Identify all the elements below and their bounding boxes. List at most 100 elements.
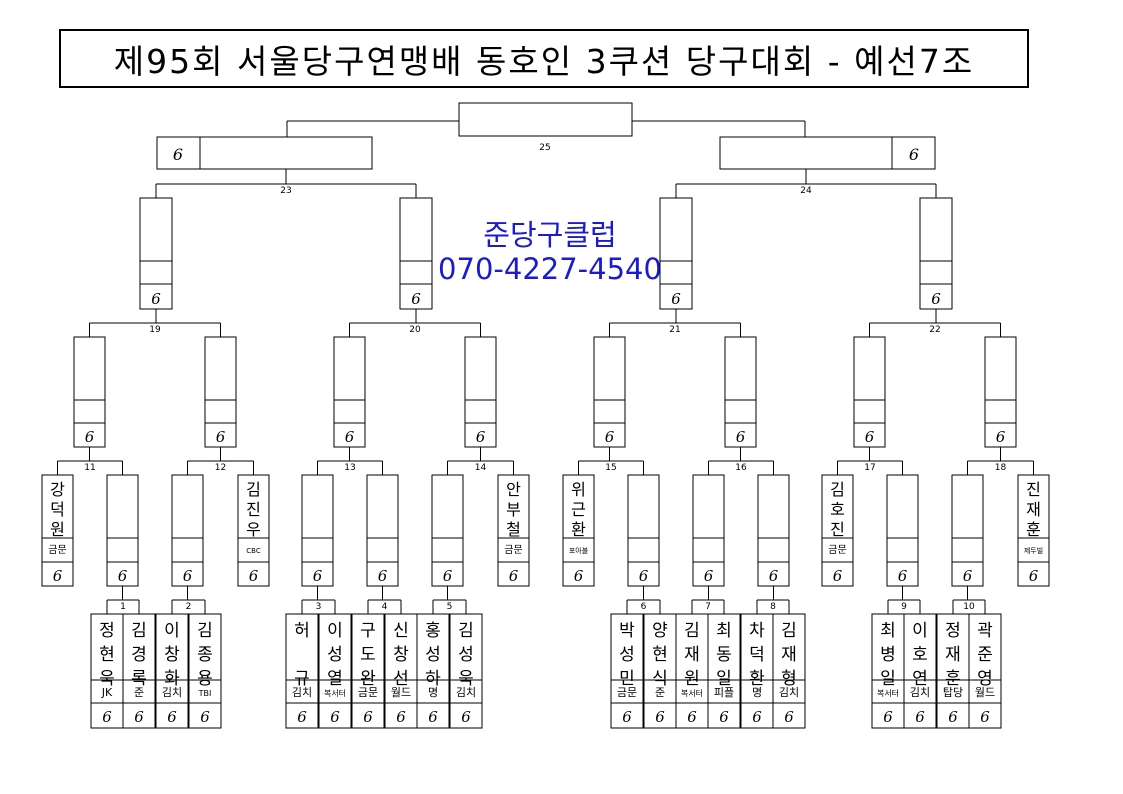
player-name-char: 재 <box>1026 500 1041 519</box>
score-mark: 6 <box>574 567 584 585</box>
score-mark: 6 <box>216 428 226 446</box>
r4-name-cell <box>919 197 953 262</box>
player-name-char: 하 <box>425 669 441 689</box>
score-mark: 6 <box>330 708 340 726</box>
player-score-cell <box>155 702 189 729</box>
player-name-char: 정 <box>99 621 115 641</box>
player-score-cell <box>351 702 385 729</box>
match-number: 6 <box>641 602 647 612</box>
r3-club-cell <box>464 399 497 424</box>
player-name-char: 재 <box>945 645 961 665</box>
player-club: 준 <box>134 686 144 699</box>
player-name-char: 부 <box>506 500 521 519</box>
player-name-char: 원 <box>684 669 700 689</box>
player-name-char: 종 <box>197 645 213 665</box>
player-score-cell <box>610 702 644 729</box>
winner-name-cell <box>951 474 984 539</box>
player-club: 김치 <box>910 686 930 699</box>
player-name-char: 규 <box>294 669 310 689</box>
r3-name-cell <box>593 336 626 401</box>
score-mark: 6 <box>865 428 875 446</box>
score-mark: 6 <box>183 567 193 585</box>
player-score-cell <box>285 702 319 729</box>
score-mark: 6 <box>53 567 63 585</box>
match-number: 25 <box>539 143 550 153</box>
player-name-char: 곽 <box>977 621 993 641</box>
player-club: 명 <box>752 686 762 699</box>
player-score-cell <box>772 702 806 729</box>
player-name-char: 이 <box>164 621 180 641</box>
winner-club-cell <box>692 537 725 563</box>
player-name-char: 근 <box>571 500 586 519</box>
score-mark: 6 <box>605 428 615 446</box>
player-name-char: 구 <box>360 621 376 641</box>
score-mark: 6 <box>931 290 941 308</box>
player-name-char: 영 <box>977 669 993 689</box>
player-score-cell <box>903 702 937 729</box>
score-mark: 6 <box>980 708 990 726</box>
score-mark: 6 <box>948 708 958 726</box>
player-name-char: 김 <box>246 480 261 499</box>
player-name-char: 연 <box>912 669 928 689</box>
winner-club-cell <box>171 537 204 563</box>
player-name-char: 박 <box>619 621 635 641</box>
match-number: 21 <box>669 325 680 335</box>
seed-score-cell <box>562 561 595 587</box>
r3-name-cell <box>204 336 237 401</box>
score-mark: 6 <box>134 708 144 726</box>
score-mark: 6 <box>898 567 908 585</box>
player-name-char: 선 <box>393 669 409 689</box>
player-name-char: 최 <box>716 621 732 641</box>
match-number: 7 <box>705 602 711 612</box>
score-mark: 6 <box>297 708 307 726</box>
player-club: 월드 <box>975 686 995 699</box>
player-name-char: 욱 <box>99 669 115 689</box>
player-name-char: 환 <box>571 520 586 539</box>
score-mark: 6 <box>909 145 919 164</box>
winner-name-cell <box>886 474 919 539</box>
match-number: 12 <box>215 463 226 473</box>
player-name-char: 홍 <box>425 621 441 641</box>
semi-left-box <box>156 136 373 170</box>
player-name-char: 록 <box>131 669 147 689</box>
player-club: 복서터 <box>324 689 346 698</box>
score-mark: 6 <box>639 567 649 585</box>
match-number: 17 <box>864 463 875 473</box>
player-club: 금문 <box>617 686 637 699</box>
score-mark: 6 <box>704 567 714 585</box>
r3-club-cell <box>593 399 626 424</box>
score-mark: 6 <box>1029 567 1039 585</box>
player-name-char: 현 <box>99 645 115 665</box>
player-name-char: 이 <box>327 621 343 641</box>
score-mark: 6 <box>378 567 388 585</box>
seed-club: 포아블 <box>569 546 589 555</box>
player-name-char: 성 <box>458 645 474 665</box>
player-club: 김치 <box>162 686 182 699</box>
player-name-char: 원 <box>50 520 65 539</box>
player-name-char: 김 <box>458 621 474 641</box>
player-name-char: 덕 <box>50 500 65 519</box>
r3-name-cell <box>464 336 497 401</box>
player-name-char: 도 <box>360 645 376 665</box>
score-mark: 6 <box>200 708 210 726</box>
player-name-char: 허 <box>294 621 310 641</box>
player-club: 명 <box>428 686 438 699</box>
score-mark: 6 <box>752 708 762 726</box>
r4-name-cell <box>399 197 433 262</box>
player-club: 김치 <box>292 686 312 699</box>
player-name-char: 용 <box>197 669 213 689</box>
player-club: 준 <box>655 686 665 699</box>
r3-club-cell <box>73 399 106 424</box>
player-score-cell <box>968 702 1002 729</box>
winner-club-cell <box>951 537 984 563</box>
winner-name-cell <box>366 474 399 539</box>
seed-score-cell <box>41 561 74 587</box>
score-mark: 6 <box>461 708 471 726</box>
r3-name-cell <box>73 336 106 401</box>
player-name-char: 동 <box>716 645 732 665</box>
winner-name-cell <box>431 474 464 539</box>
score-mark: 6 <box>622 708 632 726</box>
seed-score-cell <box>497 561 530 587</box>
r4-name-cell <box>659 197 693 262</box>
